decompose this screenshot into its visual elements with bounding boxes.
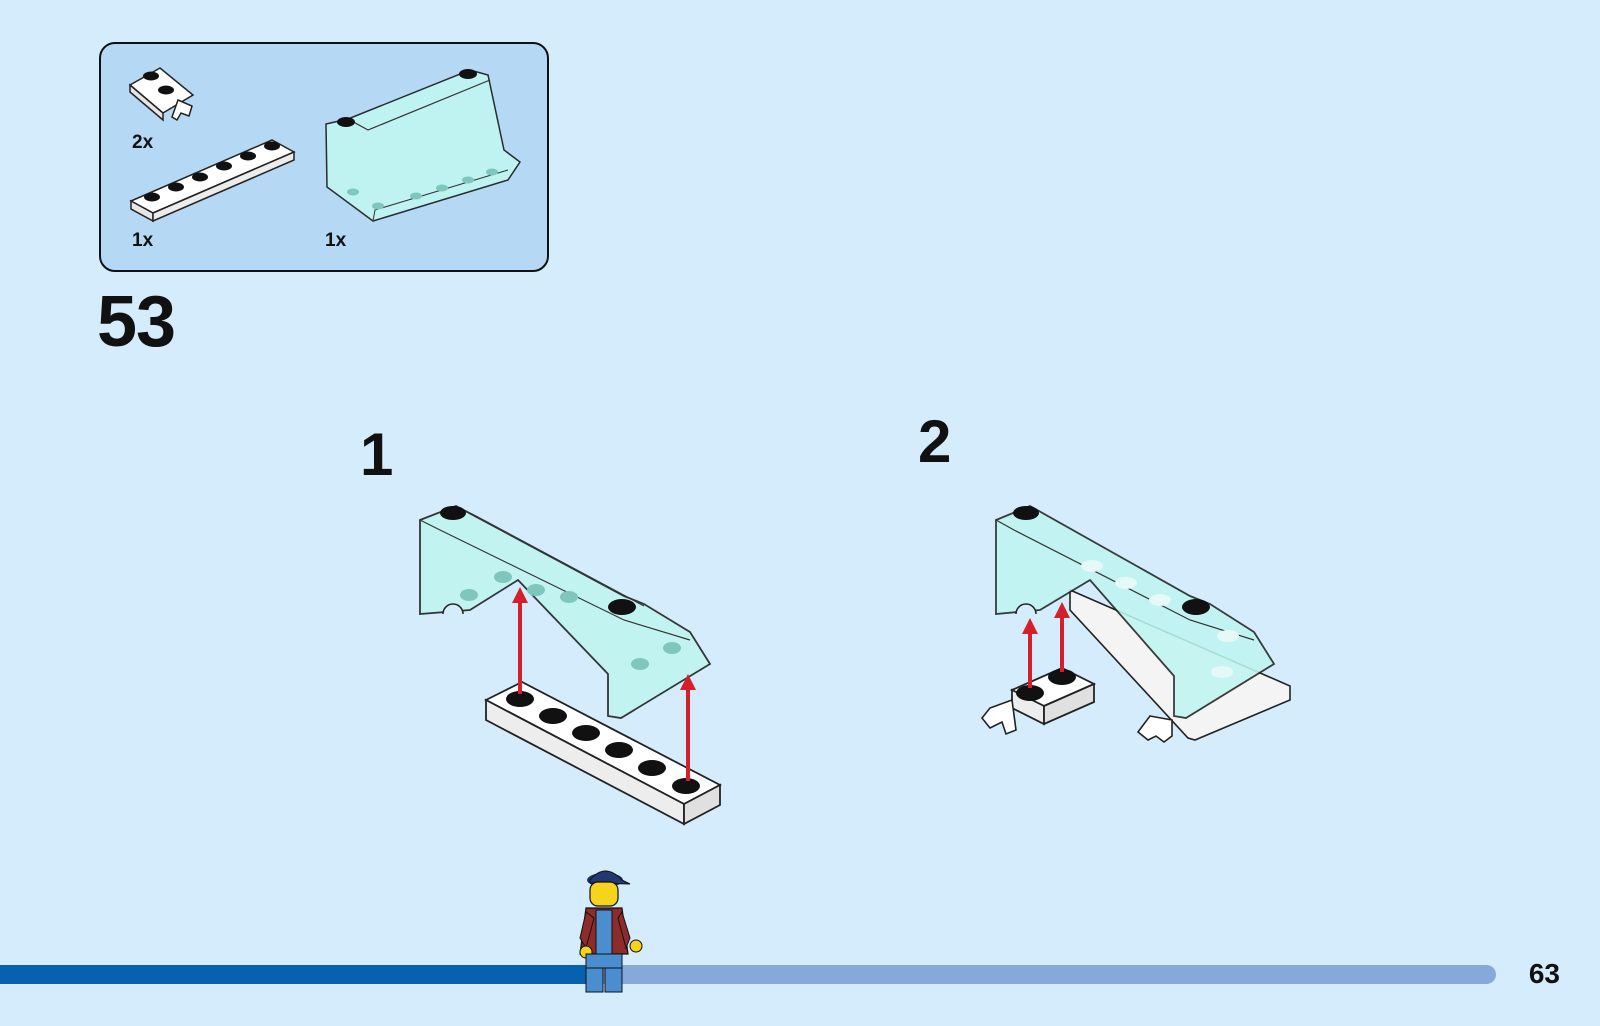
sub-step-label-2: 2	[918, 412, 951, 472]
step-number: 53	[97, 286, 175, 358]
sub-step-1-illustration	[420, 506, 720, 824]
part-windscreen-icon	[326, 69, 520, 221]
page-number: 63	[1529, 958, 1560, 990]
sub-step-2-illustration	[982, 506, 1290, 742]
progress-fill	[0, 965, 598, 984]
part-plate-1x6-icon	[131, 140, 294, 221]
sub-step-label-1: 1	[360, 425, 393, 485]
part-plate-clip-icon	[130, 68, 193, 120]
